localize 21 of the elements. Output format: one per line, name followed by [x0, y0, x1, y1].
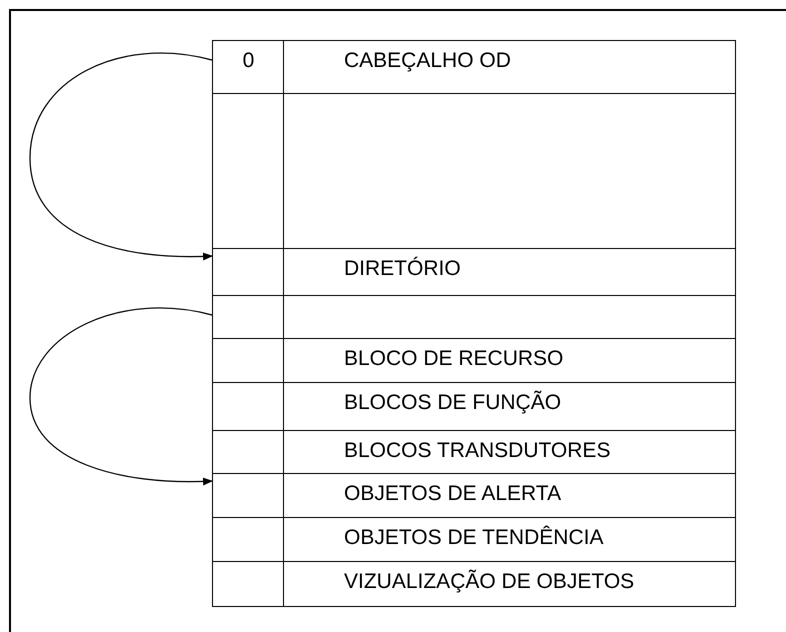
table-row [212, 338, 736, 382]
row-label: BLOCOS DE FUNÇÃO [344, 391, 562, 415]
table-row [212, 561, 736, 607]
row-label: CABEÇALHO OD [344, 49, 511, 73]
empty-table-row [212, 295, 736, 338]
table-row [212, 473, 736, 517]
row-label: BLOCOS TRANSDUTORES [344, 439, 610, 463]
row-label: VIZUALIZAÇÃO DE OBJETOS [344, 570, 634, 594]
curved-arrow [29, 308, 213, 486]
table-row [212, 40, 736, 93]
row-label: OBJETOS DE ALERTA [344, 482, 562, 506]
table-row [212, 430, 736, 473]
curved-arrow [29, 52, 213, 260]
row-label: OBJETOS DE TENDÊNCIA [344, 526, 604, 550]
table-row [212, 517, 736, 561]
row-label: BLOCO DE RECURSO [344, 347, 564, 371]
table-row [212, 382, 736, 430]
row-label: DIRETÓRIO [344, 257, 461, 281]
empty-table-row [212, 93, 736, 248]
table-row [212, 248, 736, 295]
row-number: 0 [242, 49, 256, 73]
